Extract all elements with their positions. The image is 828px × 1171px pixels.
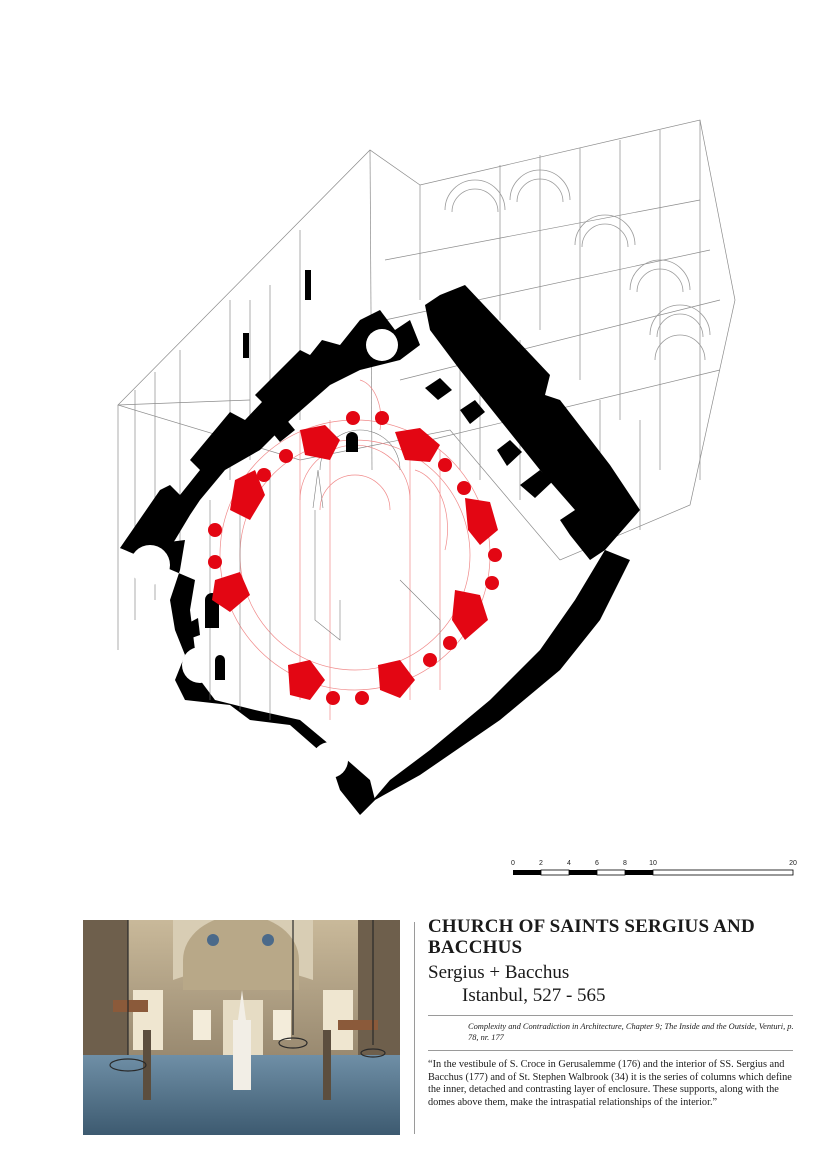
scale-label-4: 4: [567, 860, 571, 867]
scale-segment: [513, 870, 541, 875]
interior-windows: [205, 432, 358, 680]
axonometric-plan-drawing: [117, 119, 736, 815]
wall-poche: [120, 285, 640, 815]
interior-photo: [83, 920, 400, 1135]
scale-segment: [625, 870, 653, 875]
quote-text: “In the vestibule of S. Croce in Gerusal…: [428, 1059, 792, 1108]
column-ring: [208, 411, 502, 705]
scale-segment: [569, 870, 597, 875]
scale-label-10: 10: [649, 860, 657, 867]
scale-label-0: 0: [511, 860, 515, 867]
window-marks: [243, 270, 311, 358]
page-title: CHURCH OF SAINTS SERGIUS AND BACCHUS: [428, 916, 755, 958]
scale-segment: [652, 869, 794, 876]
subtitle: Sergius + Bacchus: [428, 962, 570, 983]
scale-label-2: 2: [539, 860, 543, 867]
source-citation: Complexity and Contradiction in Architec…: [468, 1022, 794, 1042]
scale-segment: [540, 869, 570, 876]
scale-label-6: 6: [595, 860, 599, 867]
horizontal-rule: [428, 1050, 793, 1051]
scale-bar: 0 2 4 6 8 10 20: [511, 860, 797, 876]
wall-niches: [130, 329, 398, 778]
vertical-divider: [414, 922, 415, 1134]
arcade-linework: [444, 169, 711, 361]
elevation-linework: [117, 119, 736, 650]
location-dates: Istanbul, 527 - 565: [462, 985, 606, 1006]
scale-segment: [596, 869, 626, 876]
horizontal-rule: [428, 1015, 793, 1016]
scale-label-8: 8: [623, 860, 627, 867]
scale-label-20: 20: [789, 860, 797, 867]
